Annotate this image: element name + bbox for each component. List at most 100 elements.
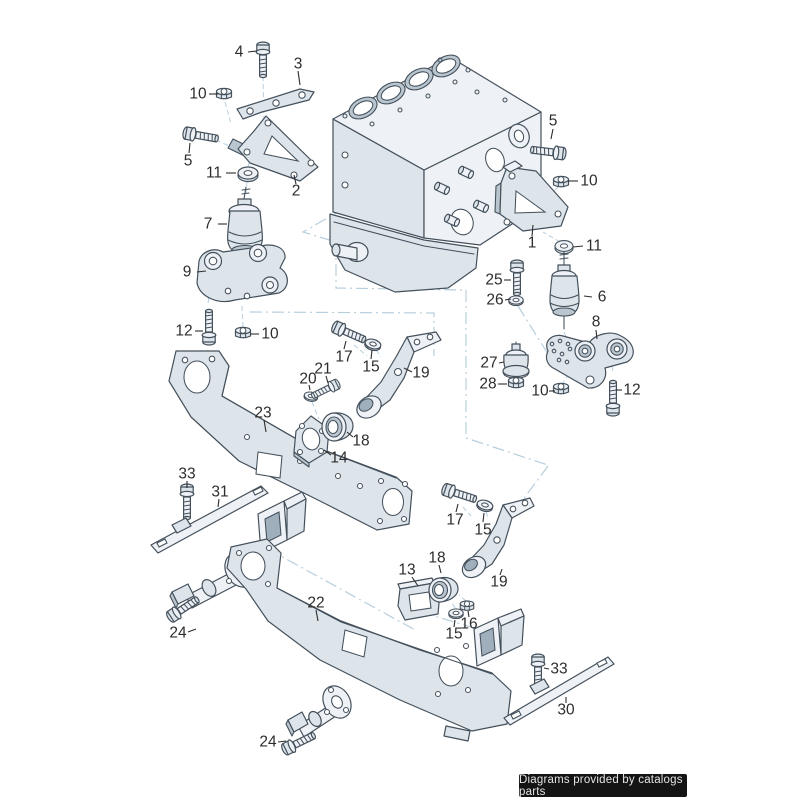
engine-block (329, 54, 542, 293)
part-callout-2[interactable]: 2 (292, 183, 301, 200)
part-callout-10[interactable]: 10 (580, 173, 598, 190)
callout-leader-15 (453, 619, 456, 628)
callout-leader-15 (482, 512, 485, 523)
nut-28-icon (507, 376, 525, 389)
part-callout-21[interactable]: 21 (314, 361, 331, 378)
part-callout-17[interactable]: 17 (335, 349, 352, 366)
washer-26-icon (508, 295, 524, 307)
part-callout-24[interactable]: 24 (259, 734, 277, 751)
callout-leader-14 (323, 449, 332, 456)
part-callout-13[interactable]: 13 (398, 562, 415, 579)
bolt-17-icon (329, 318, 369, 348)
bushing-18 (321, 412, 354, 442)
part-callout-26[interactable]: 26 (486, 292, 503, 309)
part-callout-10[interactable]: 10 (261, 326, 279, 343)
callout-leader-6 (583, 295, 593, 298)
mount-bracket-8 (545, 332, 634, 389)
retaining-strap-30 (503, 656, 615, 726)
part-callout-11[interactable]: 11 (586, 238, 602, 255)
part-callout-22[interactable]: 22 (307, 595, 324, 612)
bolt-25-icon (509, 259, 525, 297)
part-callout-23[interactable]: 23 (254, 405, 271, 422)
retaining-strap-31 (150, 485, 269, 554)
part-callout-31[interactable]: 31 (211, 484, 228, 501)
callout-leader-4 (247, 50, 258, 53)
bolt-17-icon (439, 481, 479, 507)
support-arm-19 (356, 331, 442, 419)
part-callout-15[interactable]: 15 (362, 359, 379, 376)
part-callout-17[interactable]: 17 (446, 512, 463, 529)
part-callout-4[interactable]: 4 (235, 44, 244, 61)
part-callout-1[interactable]: 1 (528, 235, 537, 252)
part-callout-24[interactable]: 24 (169, 625, 187, 642)
callout-leader-3 (297, 70, 301, 86)
part-callout-33[interactable]: 33 (550, 661, 567, 678)
washer-15-icon (475, 497, 495, 514)
part-callout-18[interactable]: 18 (428, 550, 445, 567)
part-callout-30[interactable]: 30 (557, 702, 575, 719)
engine-mount-bracket-2 (227, 115, 319, 182)
bracket-support-3 (236, 88, 315, 120)
part-callout-25[interactable]: 25 (485, 272, 502, 289)
part-callout-12[interactable]: 12 (623, 382, 640, 399)
pivot-pin-assembly (285, 685, 352, 738)
callout-leader-8 (595, 329, 598, 340)
nut-16-icon (459, 600, 475, 611)
bolt-12-icon (201, 308, 217, 346)
nut-10-icon (215, 87, 233, 100)
oil-pan (329, 213, 479, 293)
part-callout-19[interactable]: 19 (490, 574, 507, 591)
part-callout-6[interactable]: 6 (598, 289, 607, 306)
callout-leader-31 (217, 498, 220, 508)
part-callout-5[interactable]: 5 (184, 153, 193, 170)
callout-leader-9 (196, 270, 207, 273)
part-callout-7[interactable]: 7 (204, 216, 213, 233)
callout-leader-18 (346, 431, 354, 438)
part-callout-20[interactable]: 20 (299, 371, 317, 388)
part-callout-27[interactable]: 27 (480, 355, 497, 372)
bolt-12-icon (605, 379, 621, 417)
small-mount-27 (502, 341, 530, 379)
watermark-badge: Diagrams provided by catalogs parts (519, 773, 687, 798)
part-callout-33[interactable]: 33 (178, 466, 195, 483)
nut-10-icon (552, 175, 570, 188)
part-callout-16[interactable]: 16 (460, 616, 477, 633)
deck-bolt-holes (342, 57, 508, 127)
nut-10-icon (552, 382, 570, 395)
part-callout-10[interactable]: 10 (189, 86, 207, 103)
part-callout-9[interactable]: 9 (183, 264, 192, 281)
mount-bracket-13 (397, 577, 441, 621)
nut-10-icon (234, 326, 252, 339)
watermark-text: Diagrams provided by catalogs parts (519, 773, 683, 798)
callout-leader-19 (499, 568, 503, 576)
callout-leader-33 (543, 667, 550, 670)
subframe-crossmember-23 (168, 350, 413, 531)
callout-leader-21 (325, 375, 329, 384)
part-callout-28[interactable]: 28 (479, 376, 496, 393)
part-callout-12[interactable]: 12 (175, 323, 192, 340)
part-callout-3[interactable]: 3 (294, 56, 303, 73)
part-callout-11[interactable]: 11 (206, 165, 222, 182)
callout-leader-27 (498, 361, 505, 364)
hydro-mount-6 (549, 251, 580, 330)
part-callout-15[interactable]: 15 (445, 626, 462, 643)
part-callout-5[interactable]: 5 (549, 113, 558, 130)
bushing-housing (473, 608, 525, 667)
bolt-5-icon (181, 125, 220, 147)
callout-leader-5 (188, 142, 191, 154)
part-callout-15[interactable]: 15 (474, 522, 491, 539)
part-callout-14[interactable]: 14 (330, 450, 348, 467)
part-callout-8[interactable]: 8 (592, 314, 601, 331)
engine-mount-bracket-1 (494, 160, 569, 232)
bolt-24-icon (279, 728, 319, 758)
part-callout-18[interactable]: 18 (352, 433, 369, 450)
part-callout-19[interactable]: 19 (412, 365, 429, 382)
callout-leader-19 (403, 367, 413, 373)
block-side-details (341, 123, 530, 236)
callout-leader-18 (438, 564, 442, 574)
callout-leader-24 (277, 740, 287, 743)
part-callout-10[interactable]: 10 (531, 383, 549, 400)
callout-leader-24 (187, 628, 197, 633)
